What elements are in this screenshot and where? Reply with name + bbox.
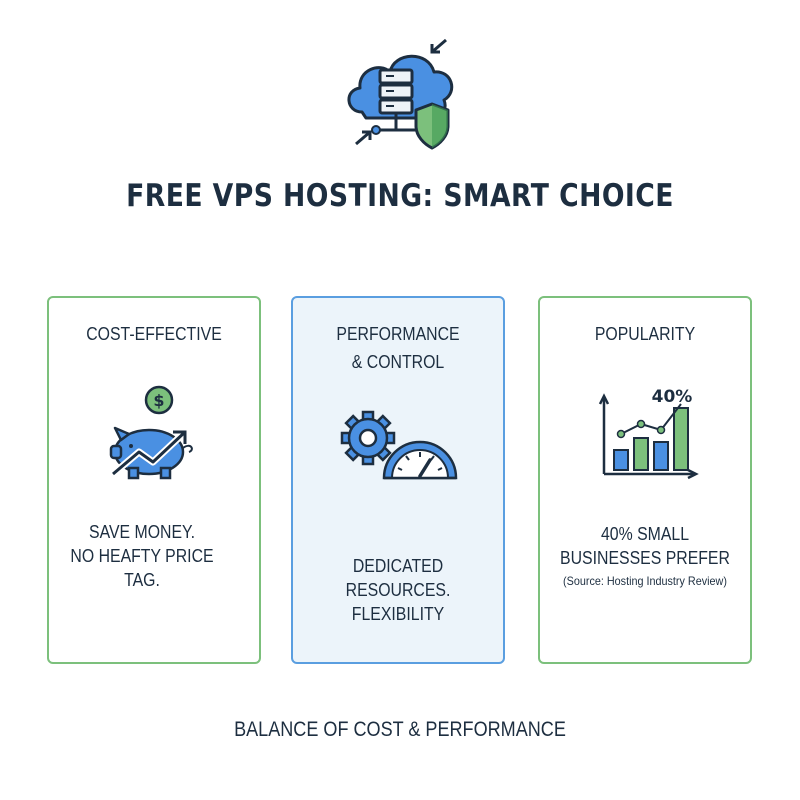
- card-popularity: POPULARITY 40% 40% SMALL BUSINESSES PREF…: [538, 296, 752, 664]
- card-text: SAVE MONEY. NO HEAFTY PRICE TAG.: [70, 522, 214, 590]
- card-text: DEDICATED RESOURCES. FLEXIBILITY: [345, 556, 451, 624]
- coin-symbol: $: [153, 391, 164, 410]
- chart-label: 40%: [652, 387, 693, 407]
- footer-tagline: BALANCE OF COST & PERFORMANCE: [234, 718, 566, 741]
- page-title: FREE VPS HOSTING: SMART CHOICE: [126, 178, 674, 214]
- card-title: PERFORMANCE & CONTROL: [336, 324, 460, 372]
- card-performance-control: PERFORMANCE & CONTROL DED: [291, 296, 505, 664]
- card-source: (Source: Hosting Industry Review): [563, 574, 727, 588]
- bar-chart-icon: 40%: [598, 387, 699, 480]
- card-title: POPULARITY: [594, 324, 696, 344]
- card-cost-effective: COST-EFFECTIVE $ SAVE MONEY. NO HEAFTY P…: [47, 296, 261, 664]
- card-title: COST-EFFECTIVE: [86, 324, 222, 344]
- card-text: 40% SMALL BUSINESSES PREFER: [560, 524, 730, 568]
- gear-speedometer-icon: [340, 410, 458, 480]
- piggy-bank-icon: $: [109, 385, 193, 480]
- cloud-server-shield-icon: [347, 38, 454, 150]
